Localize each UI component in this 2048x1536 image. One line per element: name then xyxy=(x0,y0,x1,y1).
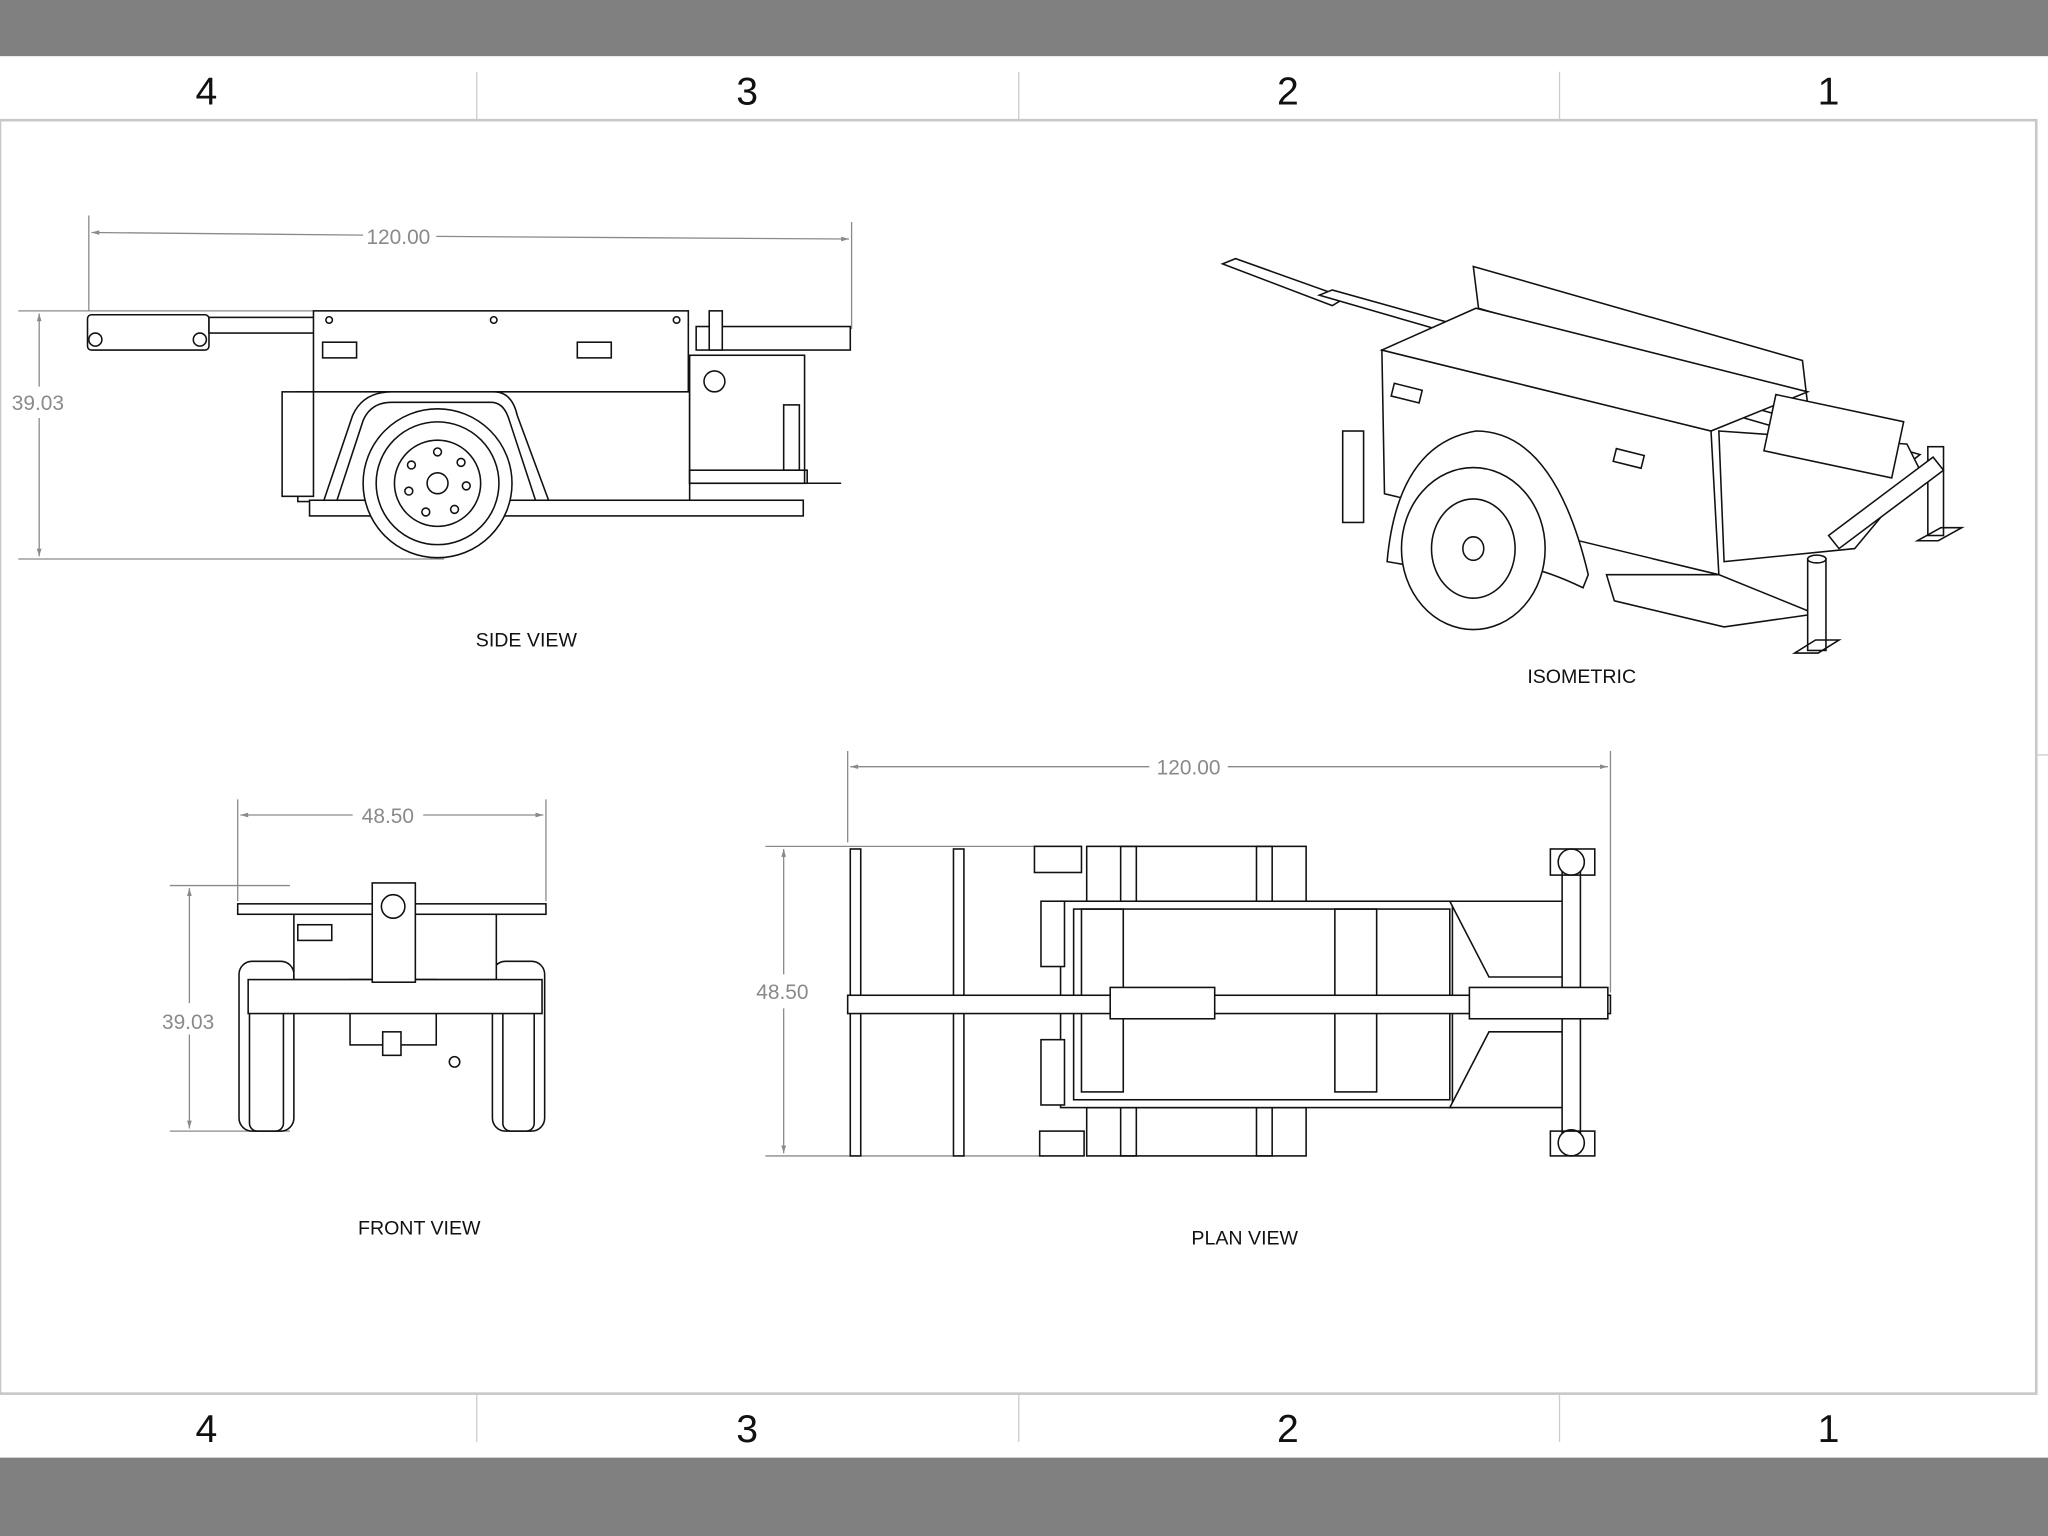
side-view: 120.00 39.03 SIDE VIEW xyxy=(12,215,853,652)
zone-label: 3 xyxy=(736,70,758,113)
side-view-label: SIDE VIEW xyxy=(476,630,578,652)
zone-label: 4 xyxy=(195,1408,217,1451)
zone-footer: 4 3 2 1 xyxy=(195,1394,1840,1451)
zone-label: 4 xyxy=(195,70,217,113)
zone-label: 1 xyxy=(1818,1408,1840,1451)
front-width-dimension: 48.50 xyxy=(362,805,414,828)
zone-label: 3 xyxy=(736,1408,758,1451)
zone-label: 1 xyxy=(1818,70,1840,113)
bottom-toolbar-bar xyxy=(0,1457,2048,1536)
plan-view: 120.00 48.50 PLAN VIEW xyxy=(756,751,1612,1250)
zone-label: 2 xyxy=(1277,1408,1299,1451)
sheet-frame xyxy=(0,118,2038,1395)
front-view: 48.50 39.03 FRONT VIEW xyxy=(162,799,547,1239)
front-view-label: FRONT VIEW xyxy=(358,1217,481,1239)
plan-width-dimension: 48.50 xyxy=(756,981,808,1004)
zone-header: 4 3 2 1 xyxy=(195,70,1840,121)
top-toolbar-bar xyxy=(0,0,2048,57)
isometric-label: ISOMETRIC xyxy=(1527,666,1636,688)
front-height-dimension: 39.03 xyxy=(162,1011,214,1034)
side-height-dimension: 39.03 xyxy=(12,392,64,415)
plan-view-label: PLAN VIEW xyxy=(1191,1228,1298,1250)
isometric-view: ISOMETRIC xyxy=(1157,204,1965,688)
plan-length-dimension: 120.00 xyxy=(1157,757,1221,780)
side-length-dimension: 120.00 xyxy=(366,226,430,249)
zone-label: 2 xyxy=(1277,70,1299,113)
